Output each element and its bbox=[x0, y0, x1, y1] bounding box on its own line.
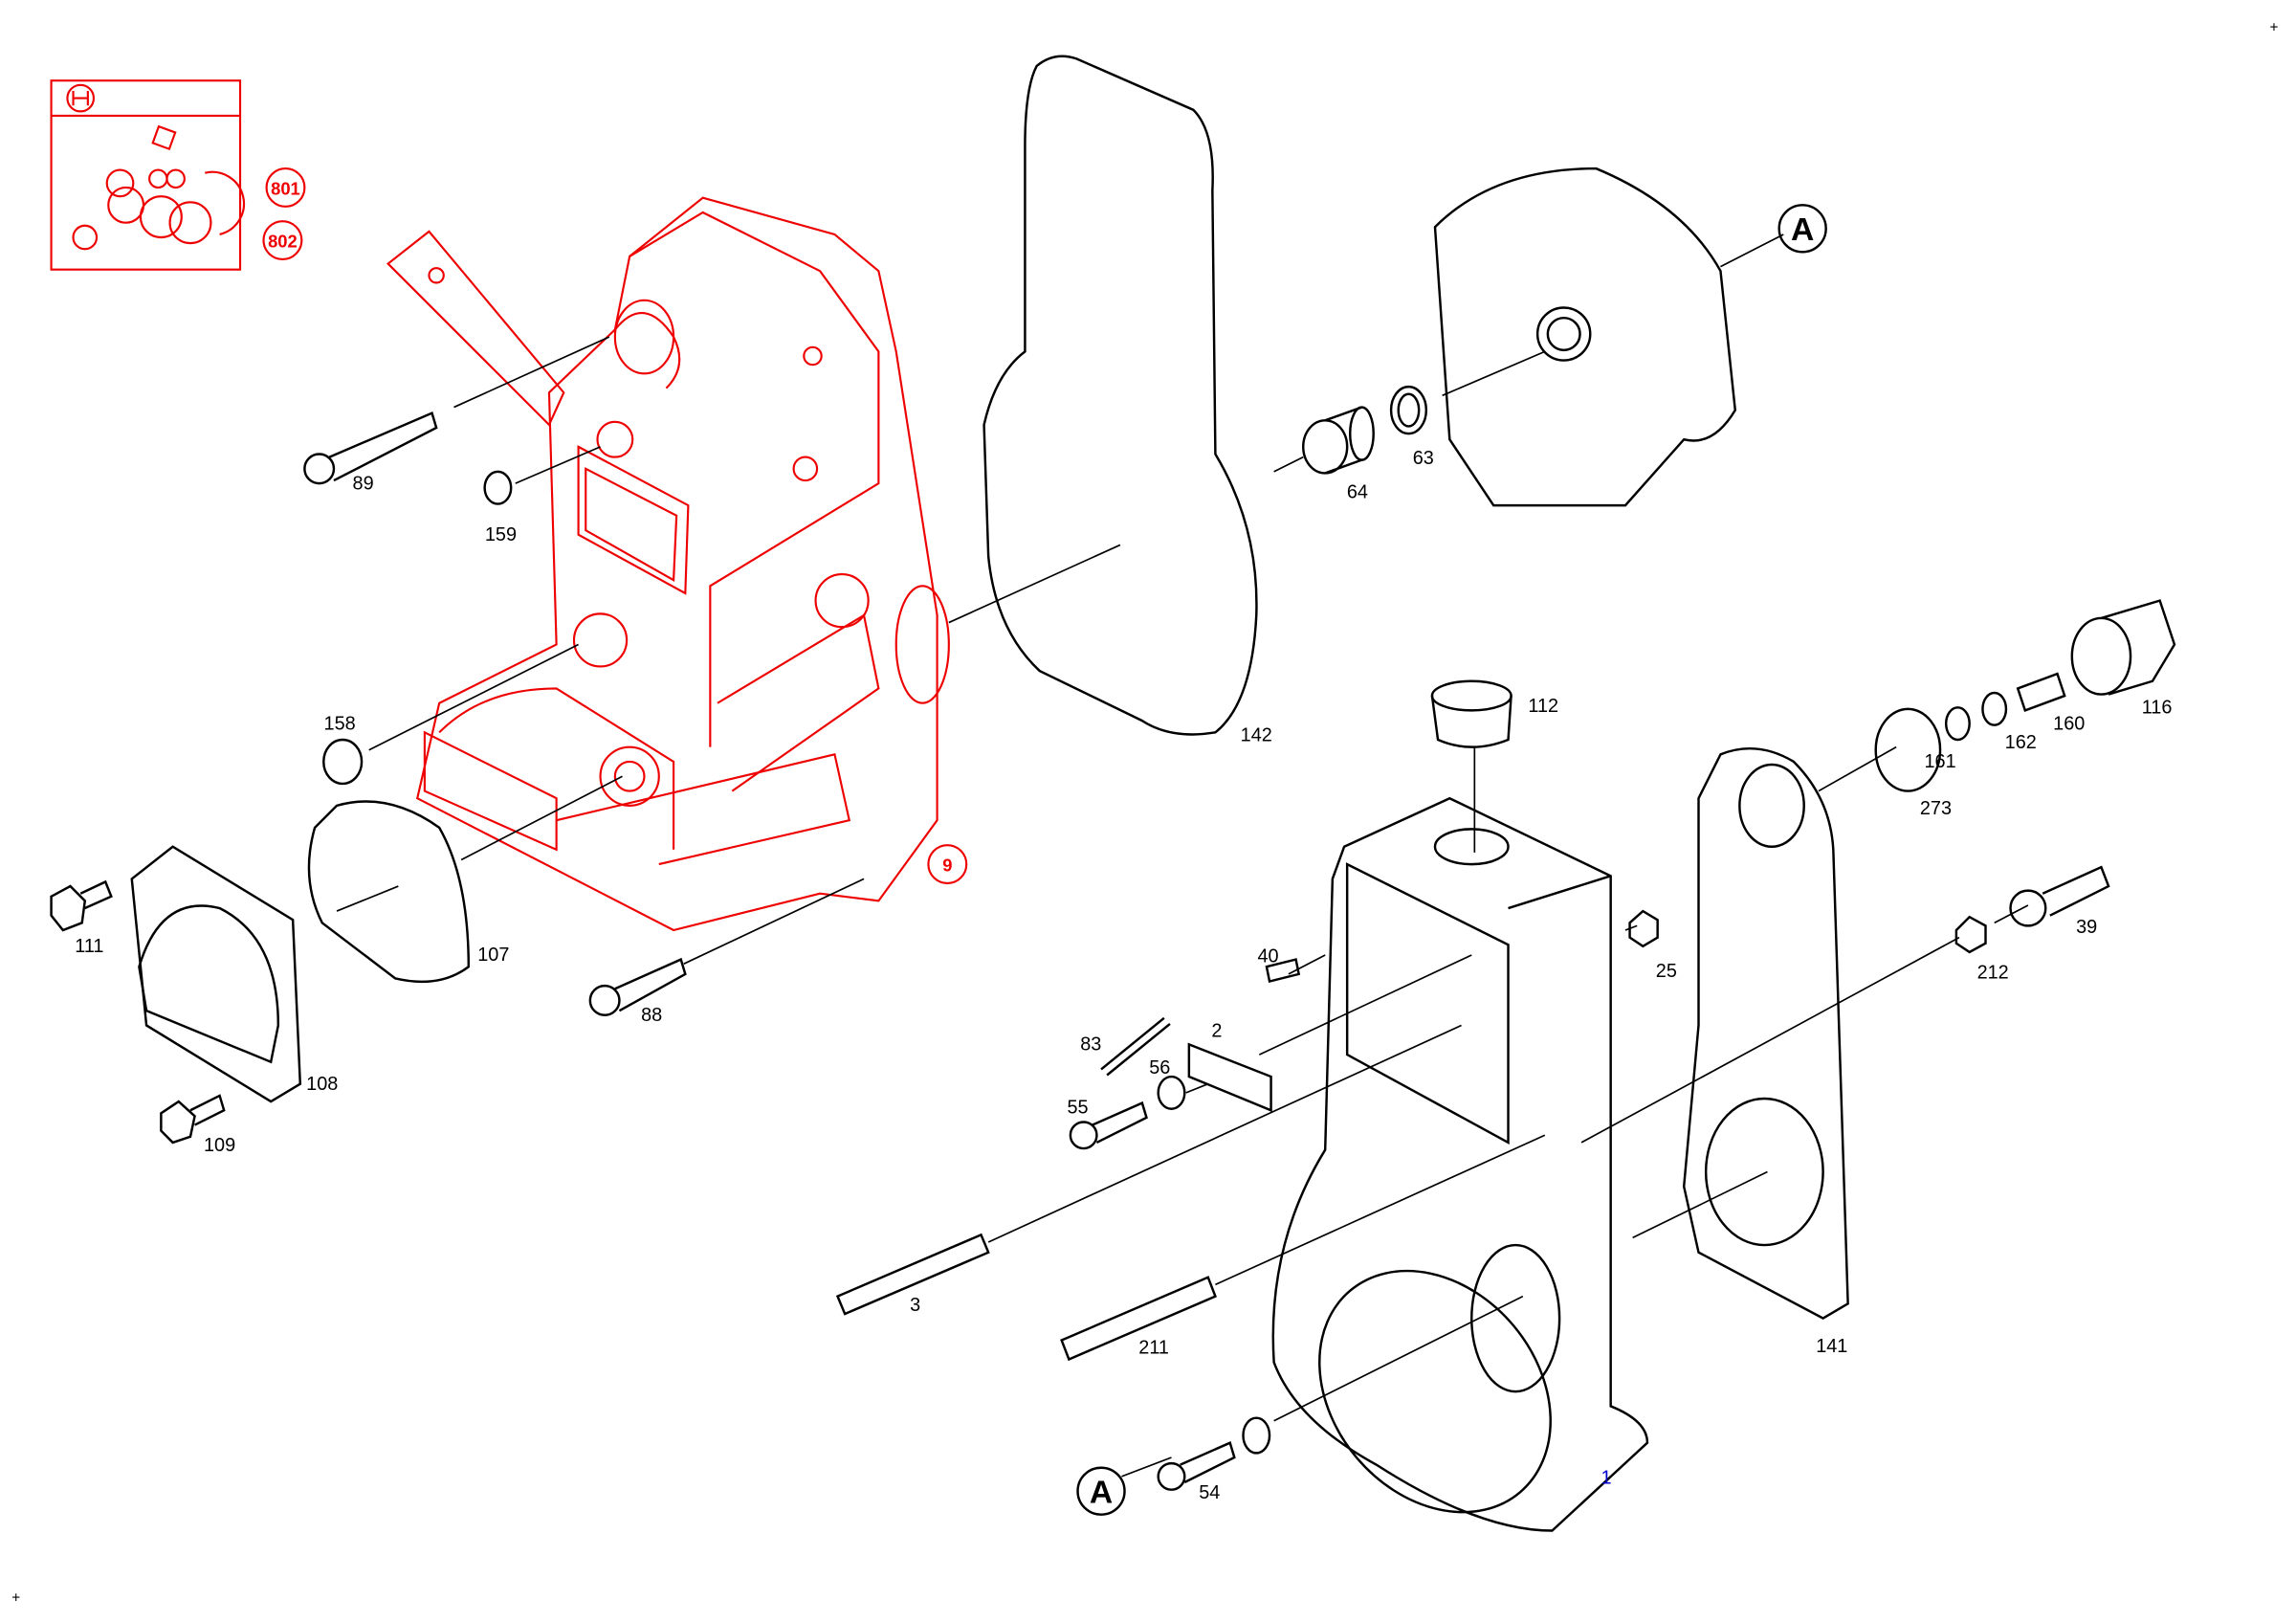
gasket-142[interactable] bbox=[982, 55, 1258, 736]
label-159: 159 bbox=[485, 524, 517, 545]
kit-box[interactable] bbox=[50, 79, 246, 271]
label-212: 212 bbox=[1977, 962, 2009, 983]
svg-text:801: 801 bbox=[271, 179, 300, 199]
svg-text:A: A bbox=[1791, 212, 1814, 248]
label-107: 107 bbox=[477, 945, 509, 966]
label-211: 211 bbox=[1138, 1337, 1169, 1358]
svg-text:9: 9 bbox=[942, 856, 952, 876]
label-89: 89 bbox=[353, 473, 374, 494]
assembly-9-badge[interactable]: 9 bbox=[927, 844, 968, 885]
label-141: 141 bbox=[1816, 1336, 1847, 1357]
label-2: 2 bbox=[1211, 1021, 1222, 1042]
ref-marker-A-bottom[interactable]: A bbox=[1076, 1466, 1126, 1516]
washer-161[interactable] bbox=[1944, 706, 1971, 742]
svg-text:A: A bbox=[1090, 1475, 1113, 1510]
label-25: 25 bbox=[1656, 961, 1677, 982]
label-63: 63 bbox=[1413, 448, 1434, 469]
ref-marker-A-top[interactable]: A bbox=[1777, 204, 1827, 254]
seal-kit-icon bbox=[72, 124, 246, 251]
washer-63[interactable] bbox=[1389, 385, 1428, 435]
bosch-logo-icon bbox=[66, 83, 96, 113]
bolt-89[interactable] bbox=[303, 411, 438, 485]
label-111: 111 bbox=[75, 936, 103, 957]
label-55: 55 bbox=[1067, 1097, 1088, 1118]
label-162: 162 bbox=[2005, 732, 2037, 753]
gasket-107[interactable] bbox=[307, 800, 471, 984]
pump-housing-assembly-9[interactable] bbox=[386, 196, 950, 932]
label-160: 160 bbox=[2053, 713, 2085, 734]
housing-part-1[interactable] bbox=[1271, 796, 1649, 1532]
spring-83[interactable] bbox=[1100, 1016, 1171, 1077]
cap-nut-116[interactable] bbox=[2070, 599, 2176, 696]
label-109: 109 bbox=[204, 1135, 235, 1156]
label-88: 88 bbox=[641, 1005, 662, 1026]
o-ring-158[interactable] bbox=[322, 738, 364, 786]
label-54: 54 bbox=[1199, 1482, 1220, 1503]
plug-112[interactable] bbox=[1430, 679, 1512, 748]
corner-mark-top-right: + bbox=[2269, 20, 2278, 36]
cover-108-dome bbox=[138, 904, 280, 1064]
bracket-part-A[interactable] bbox=[1433, 167, 1737, 507]
stud-3[interactable] bbox=[835, 1233, 990, 1316]
gasket-141[interactable] bbox=[1682, 746, 1849, 1320]
stud-211[interactable] bbox=[1060, 1276, 1217, 1362]
pin-40[interactable] bbox=[1265, 958, 1301, 984]
washer-159[interactable] bbox=[483, 470, 513, 505]
label-40: 40 bbox=[1257, 946, 1278, 967]
washer-162[interactable] bbox=[1981, 691, 2008, 726]
label-116: 116 bbox=[2142, 697, 2173, 718]
screw-111[interactable] bbox=[50, 879, 113, 932]
screw-160[interactable] bbox=[2016, 672, 2066, 712]
part-labels: 89 159 158 111 107 108 109 88 142 64 63 … bbox=[75, 448, 2172, 1503]
svg-text:802: 802 bbox=[268, 232, 298, 252]
washer-56[interactable] bbox=[1157, 1075, 1186, 1110]
label-83: 83 bbox=[1080, 1034, 1101, 1055]
washer-54b[interactable] bbox=[1242, 1416, 1271, 1455]
main-part-label[interactable]: 1 bbox=[1601, 1468, 1612, 1489]
label-161: 161 bbox=[1924, 751, 1955, 772]
label-108: 108 bbox=[306, 1074, 338, 1095]
label-142: 142 bbox=[1241, 725, 1272, 746]
leader-lines bbox=[336, 233, 2029, 1478]
label-39: 39 bbox=[2076, 917, 2097, 938]
cover-108[interactable] bbox=[130, 845, 302, 1103]
bolt-88[interactable] bbox=[588, 957, 687, 1016]
label-273: 273 bbox=[1920, 798, 1952, 819]
label-64: 64 bbox=[1347, 481, 1368, 502]
nut-64[interactable] bbox=[1302, 406, 1375, 475]
bracket-2[interactable] bbox=[1187, 1042, 1272, 1113]
nut-212[interactable] bbox=[1954, 915, 1987, 954]
o-ring-273[interactable] bbox=[1874, 707, 1942, 792]
screw-109[interactable] bbox=[160, 1094, 226, 1145]
label-158: 158 bbox=[324, 713, 356, 734]
kit-802-badge[interactable]: 802 bbox=[262, 220, 303, 261]
corner-mark-bottom-left: + bbox=[11, 1590, 20, 1607]
kit-801-badge[interactable]: 801 bbox=[265, 167, 306, 208]
label-56: 56 bbox=[1149, 1057, 1170, 1078]
nut-25[interactable] bbox=[1628, 909, 1659, 948]
label-112: 112 bbox=[1528, 696, 1558, 717]
clamp-39[interactable] bbox=[2009, 865, 2110, 927]
label-3: 3 bbox=[910, 1295, 920, 1316]
screw-55[interactable] bbox=[1069, 1101, 1148, 1150]
screw-54[interactable] bbox=[1157, 1441, 1236, 1491]
